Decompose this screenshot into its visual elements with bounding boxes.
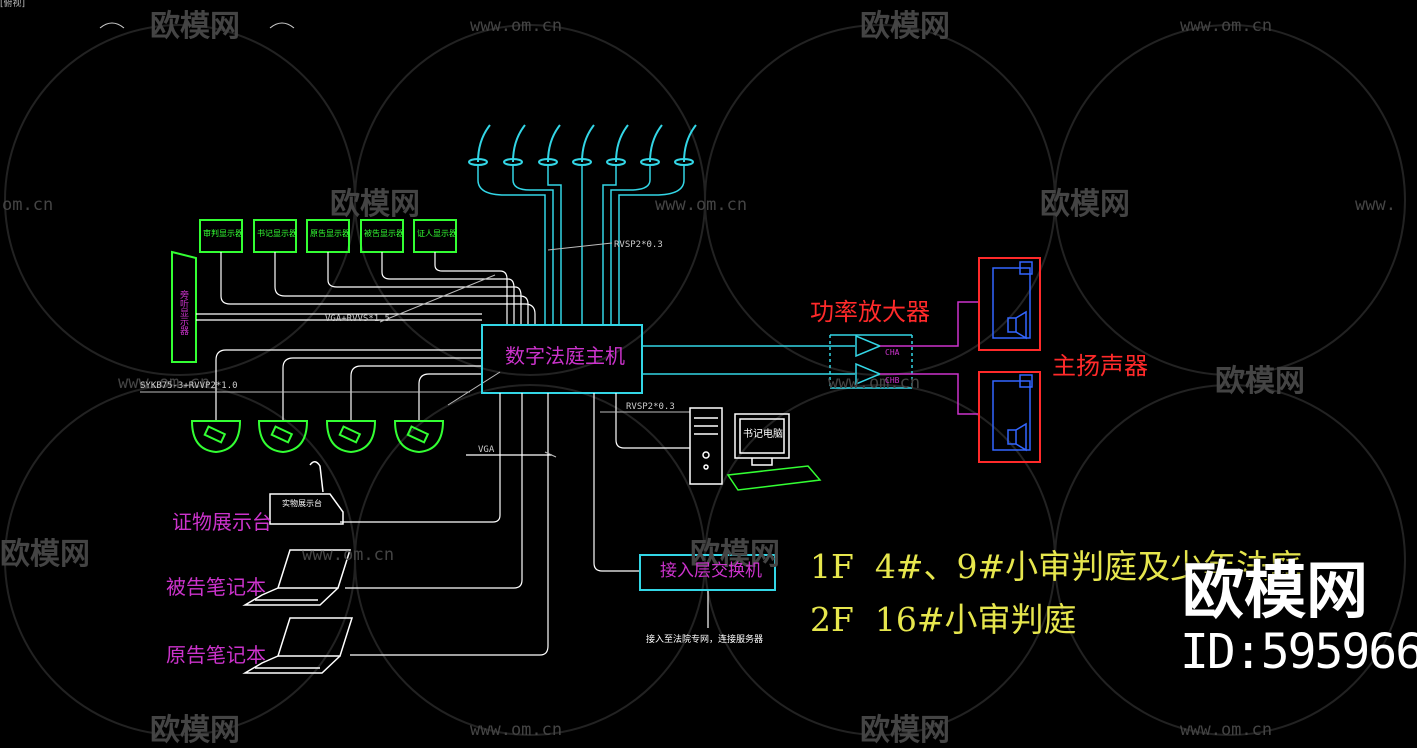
- ceiling-mic-4: [572, 124, 595, 166]
- dome-camera-2: [257, 420, 309, 454]
- switch-label: 接入层交换机: [660, 561, 762, 581]
- watermark-url-3: www.om.cn: [655, 195, 748, 215]
- cable-label-left: SYKB75-3+RVVP2*1.0: [140, 381, 238, 391]
- watermark-url-6: www.om.cn: [302, 545, 395, 565]
- watermark-url-right: www.: [1355, 195, 1396, 215]
- public-display-frame: [171, 250, 197, 363]
- main-host-box: [481, 324, 643, 394]
- speaker-label: 主扬声器: [1052, 352, 1148, 380]
- ceiling-mic-3: [538, 124, 561, 166]
- watermark-brand-1: 欧模网: [150, 9, 240, 44]
- clerk-keyboard: [726, 465, 822, 491]
- watermark-brand-5: 欧模网: [1215, 364, 1305, 399]
- defendant-laptop-label: 被告笔记本: [166, 575, 266, 599]
- cable-label-top: RVSP2*0.3: [614, 240, 663, 250]
- watermark-brand-9: 欧模网: [860, 713, 950, 748]
- watermark-brand-6: 欧模网: [0, 537, 90, 572]
- pc-switch-cables: [593, 393, 709, 628]
- ceiling-mic-6: [640, 124, 663, 166]
- brand-logo-text: 欧模网: [1182, 554, 1369, 627]
- ceiling-mic-2: [503, 124, 526, 166]
- floor-note-1: 1F 4#、9#小审判庭及少年法庭: [810, 547, 1303, 586]
- cable-label-right: RVSP2*0.3: [626, 402, 675, 412]
- monitor-label-4: 被告显示器: [364, 229, 404, 238]
- lower-cables: [340, 393, 552, 656]
- dome-camera-1: [190, 420, 242, 454]
- amplifier-block: [829, 334, 913, 389]
- watermark-url-2: www.om.cn: [1180, 16, 1273, 36]
- floor-note-2: 2F 16#小审判庭: [810, 600, 1077, 639]
- amp-cables: [642, 345, 855, 375]
- brand-logo-mark: [99, 22, 295, 29]
- watermark-url-left: om.cn: [2, 195, 54, 215]
- cable-label-vga: VGA: [478, 445, 495, 455]
- watermark-url-1: www.om.cn: [470, 16, 563, 36]
- monitor-label-3: 原告显示器: [310, 229, 350, 238]
- cable-tick-mid: [379, 274, 496, 323]
- cable-tick-top: [547, 242, 613, 251]
- monitor-cables: [196, 252, 536, 325]
- dome-camera-4: [393, 420, 445, 454]
- ceiling-mic-1: [468, 124, 491, 166]
- plaintiff-laptop-label: 原告笔记本: [166, 643, 266, 667]
- main-host-label: 数字法庭主机: [505, 344, 625, 368]
- cable-tick-vga: [544, 451, 557, 458]
- mic-cables: [477, 165, 685, 325]
- watermark-brand-3: 欧模网: [330, 187, 420, 222]
- corner-tag: [俯视]: [0, 0, 26, 9]
- camera-cables: [215, 349, 482, 420]
- watermark-brand-7: 欧模网: [690, 537, 780, 572]
- public-display-label: 旁听显示器: [178, 290, 188, 335]
- speaker-2: [978, 371, 1041, 463]
- dome-cameras: [190, 420, 445, 454]
- monitor-label-5: 证人显示器: [417, 229, 457, 238]
- ceiling-mic-7: [674, 124, 697, 166]
- speaker-cables: [880, 301, 980, 415]
- monitor-label-2: 书记显示器: [257, 229, 297, 238]
- cable-label-mid: VGA+RVVS*1.5: [325, 314, 391, 324]
- watermark-circles: [4, 24, 1406, 736]
- laptop-plaintiff: [242, 617, 354, 674]
- amplifier-ch-b: CHB: [885, 376, 900, 385]
- watermark-brand-4: 欧模网: [1040, 187, 1130, 222]
- amplifier-title: 功率放大器: [810, 298, 930, 326]
- dome-camera-3: [325, 420, 377, 454]
- clerk-pc-label: 书记电脑: [743, 429, 783, 440]
- watermark-url-7: www.om.cn: [470, 720, 563, 740]
- watermark-url-5: www.om.cn: [828, 373, 921, 393]
- cable-tick-left: [447, 371, 501, 406]
- monitor-label-1: 审判显示器: [203, 229, 243, 238]
- clerk-pc: [689, 407, 790, 485]
- switch-note: 接入至法院专网，连接服务器: [646, 635, 764, 645]
- evidence-device-label: 实物展示台: [282, 499, 322, 508]
- watermark-brand-2: 欧模网: [860, 9, 950, 44]
- brand-logo-id: ID:595966: [1180, 624, 1417, 680]
- amplifier-ch-a: CHA: [885, 348, 900, 357]
- switch-box: [639, 554, 776, 591]
- watermark-url-8: www.om.cn: [1180, 720, 1273, 740]
- speaker-1: [978, 257, 1041, 351]
- ceiling-mic-5: [606, 124, 629, 166]
- laptop-defendant: [242, 549, 352, 606]
- watermark-brand-8: 欧模网: [150, 713, 240, 748]
- watermark-url-4: www.om.cn: [118, 373, 211, 393]
- evidence-stand: [269, 461, 344, 525]
- ceiling-microphones: [468, 124, 697, 166]
- evidence-title: 证物展示台: [172, 510, 272, 534]
